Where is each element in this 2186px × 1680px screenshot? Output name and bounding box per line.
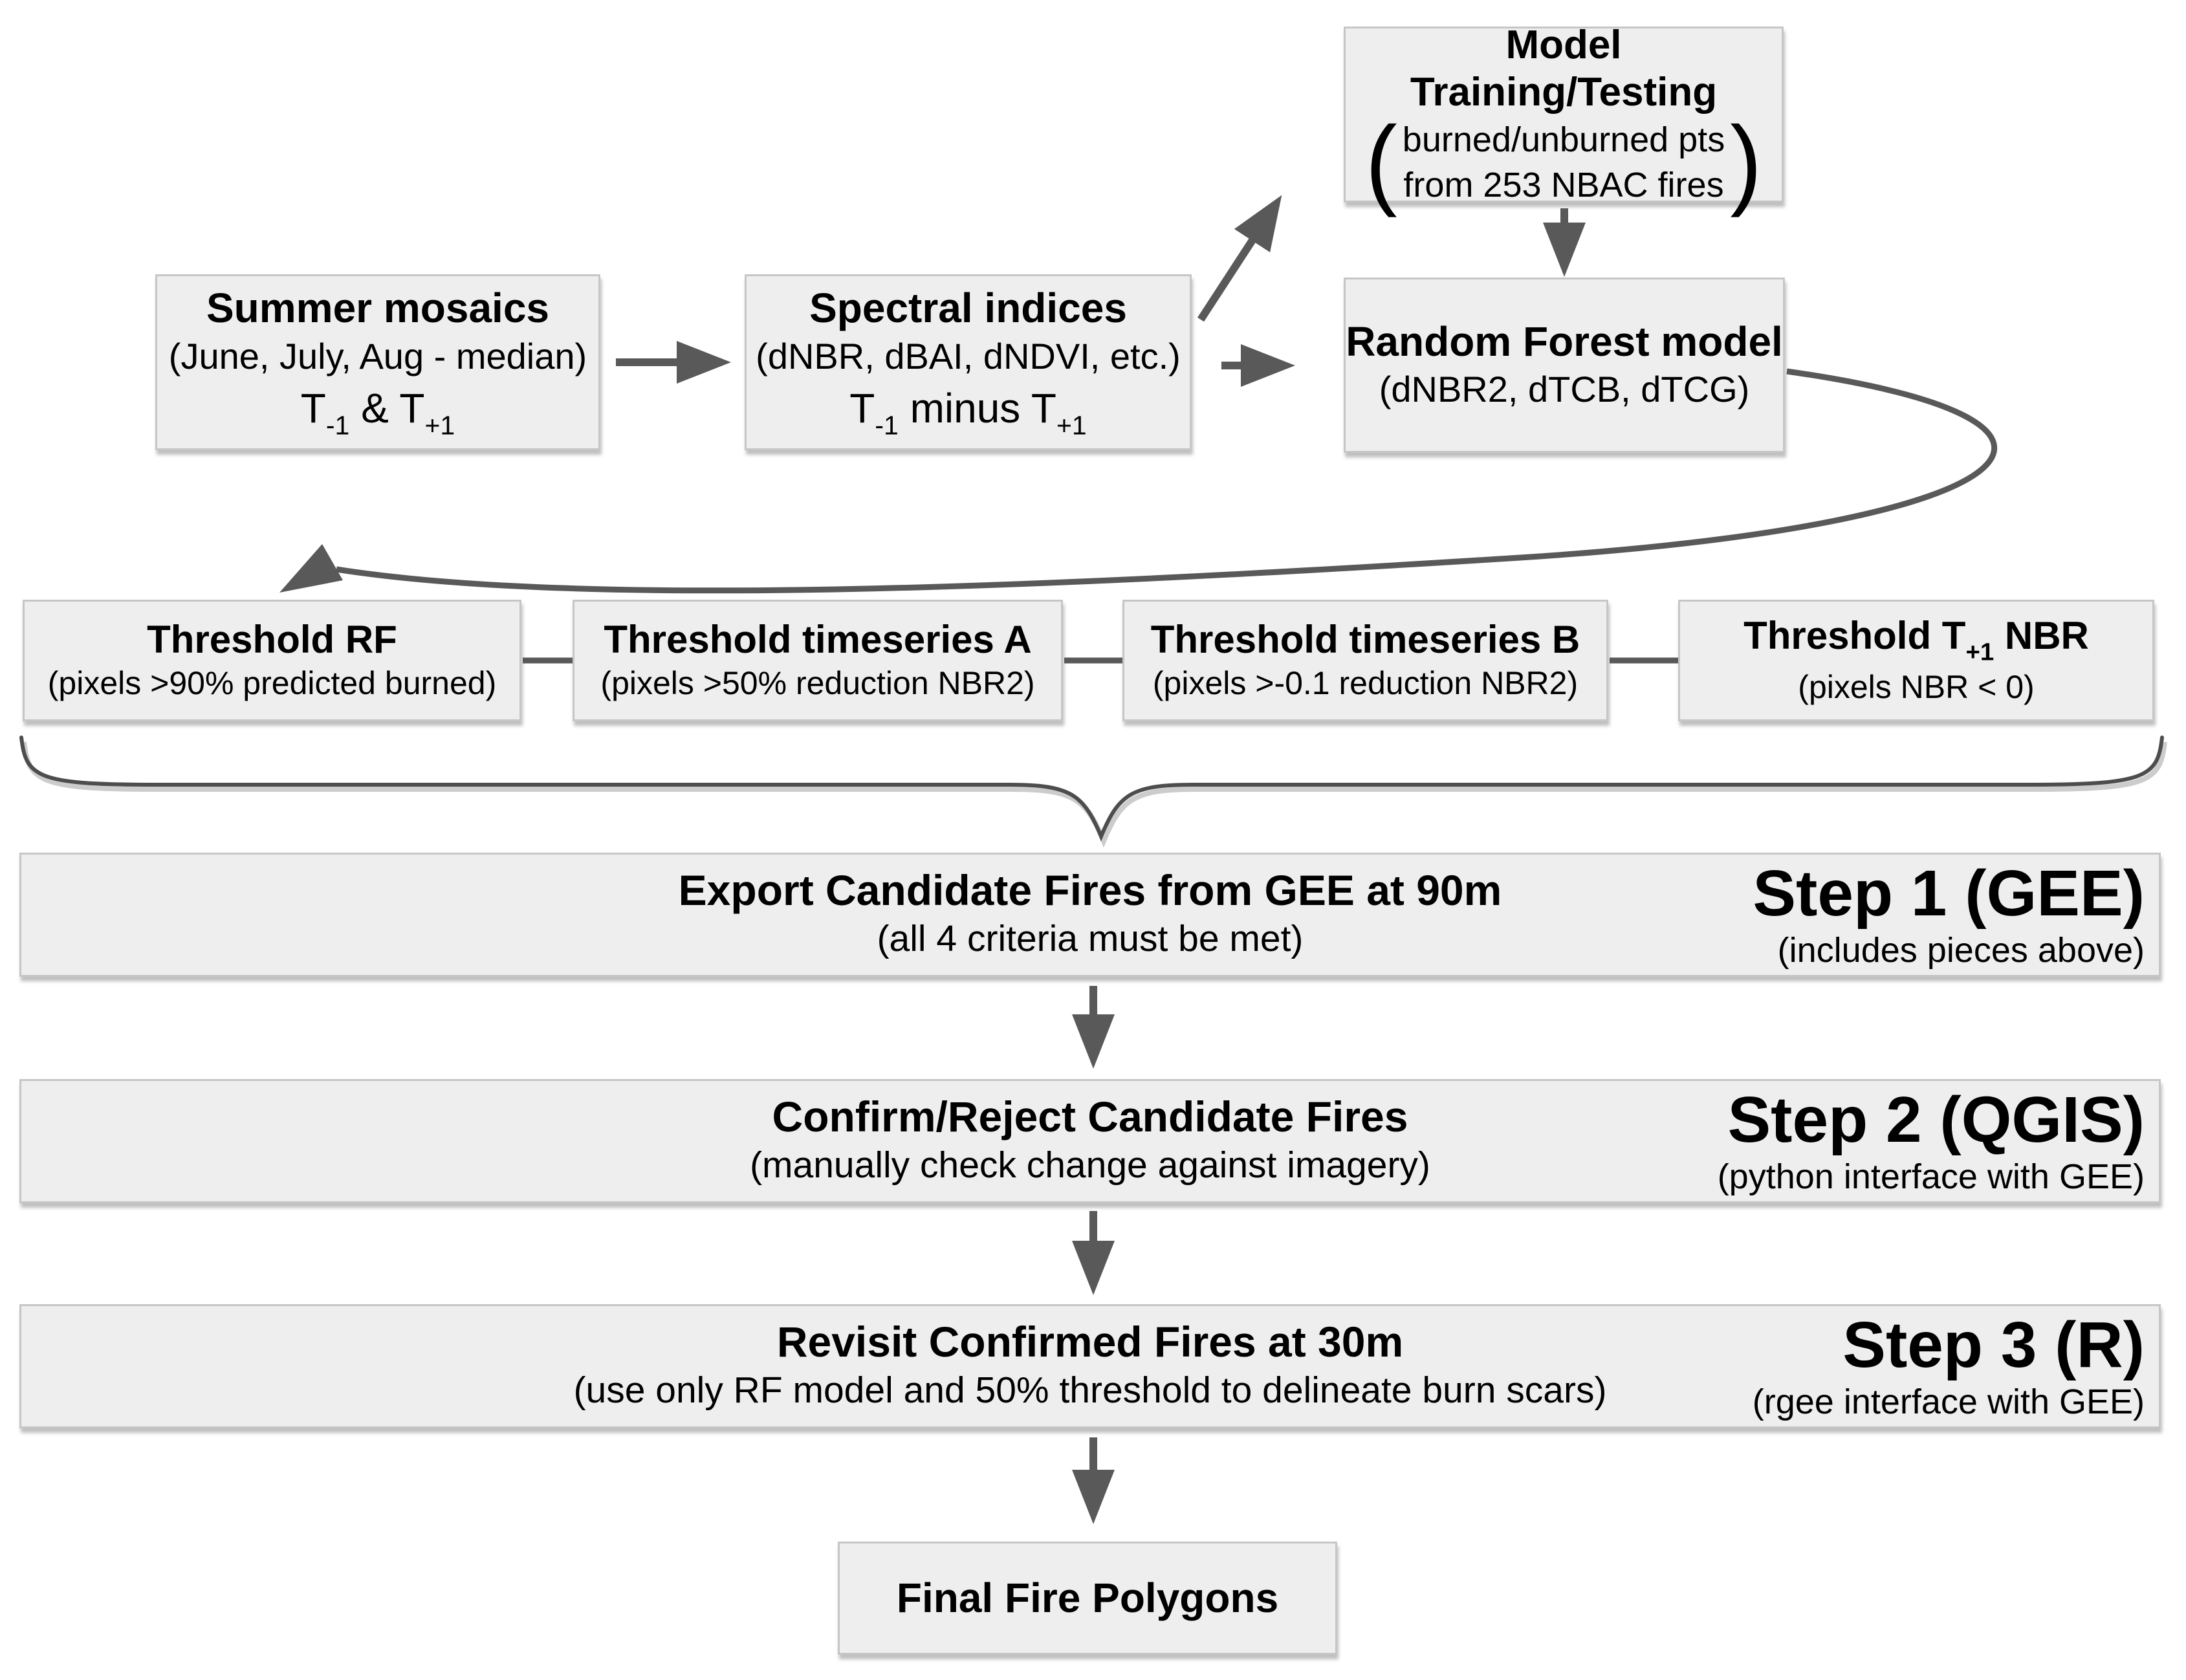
step-label-sub: (includes pieces above)	[1777, 931, 2145, 970]
arrow-rf-to-threshold-head	[279, 544, 343, 593]
title-term: Threshold T	[1743, 613, 1966, 657]
step-label: Step 2 (QGIS)	[1727, 1084, 2145, 1156]
node-threshold-timeseries-b: Threshold timeseries B (pixels >-0.1 red…	[1122, 600, 1608, 721]
node-paren-note: ( burned/unburned pts from 253 NBAC fire…	[1365, 106, 1762, 219]
formula-subscript: -1	[875, 410, 899, 441]
node-title: Summer mosaics	[206, 285, 550, 332]
node-title: Threshold T+1 NBR	[1743, 613, 2089, 667]
step-center-text: Confirm/Reject Candidate Fires (manually…	[314, 1091, 1866, 1188]
node-subtitle: (pixels >90% predicted burned)	[47, 665, 497, 702]
step-label: Step 1 (GEE)	[1753, 857, 2145, 930]
node-title: Final Fire Polygons	[896, 1574, 1279, 1621]
node-title: Threshold timeseries A	[604, 617, 1032, 661]
title-subscript: +1	[1965, 637, 1995, 666]
open-paren: (	[1365, 106, 1397, 219]
formula-term: minus T	[898, 385, 1057, 432]
paren-line1: burned/unburned pts	[1402, 120, 1725, 159]
node-random-forest-model: Random Forest model (dNBR2, dTCB, dTCG)	[1344, 278, 1785, 453]
node-threshold-t1-nbr: Threshold T+1 NBR (pixels NBR < 0)	[1678, 600, 2154, 721]
step-label-sub: (python interface with GEE)	[1717, 1157, 2145, 1196]
formula-subscript: +1	[1056, 410, 1087, 441]
node-title: Spectral indices	[809, 285, 1127, 332]
formula-subscript: +1	[424, 410, 455, 441]
node-model-training-testing: Model Training/Testing ( burned/unburned…	[1344, 23, 1784, 212]
step-center-text: Export Candidate Fires from GEE at 90m (…	[314, 865, 1866, 962]
paren-lines: burned/unburned pts from 253 NBAC fires	[1397, 117, 1730, 208]
step-subtitle: (all 4 criteria must be met)	[877, 918, 1304, 960]
node-threshold-rf: Threshold RF (pixels >90% predicted burn…	[23, 600, 521, 721]
node-subtitle: (pixels NBR < 0)	[1798, 669, 2035, 706]
node-title: Threshold RF	[147, 617, 397, 661]
formula-subscript: -1	[325, 410, 350, 441]
step-label-block: Step 1 (GEE) (includes pieces above)	[1753, 857, 2145, 972]
node-step1-export-candidate-fires: Export Candidate Fires from GEE at 90m (…	[19, 853, 2161, 977]
brace-thresholds-to-step1	[19, 736, 2164, 842]
brace-shadow	[21, 741, 2167, 848]
node-title: Random Forest model	[1346, 318, 1783, 365]
node-step2-confirm-reject: Confirm/Reject Candidate Fires (manually…	[19, 1079, 2161, 1203]
step-center-text: Revisit Confirmed Fires at 30m (use only…	[314, 1316, 1866, 1413]
close-paren: )	[1730, 106, 1762, 219]
node-subtitle: (pixels >50% reduction NBR2)	[600, 665, 1035, 702]
node-subtitle: (June, July, Aug - median)	[168, 335, 587, 376]
node-threshold-timeseries-a: Threshold timeseries A (pixels >50% redu…	[573, 600, 1063, 721]
node-step3-revisit-fires: Revisit Confirmed Fires at 30m (use only…	[19, 1304, 2161, 1428]
formula-term: T	[300, 385, 326, 432]
node-title: Threshold timeseries B	[1150, 617, 1580, 661]
step-subtitle: (use only RF model and 50% threshold to …	[573, 1369, 1607, 1412]
node-final-fire-polygons: Final Fire Polygons	[838, 1542, 1337, 1655]
step-label-sub: (rgee interface with GEE)	[1752, 1382, 2145, 1421]
node-title-line1: Model	[1505, 22, 1622, 67]
node-spectral-indices: Spectral indices (dNBR, dBAI, dNDVI, etc…	[745, 274, 1192, 450]
step-label-block: Step 2 (QGIS) (python interface with GEE…	[1718, 1084, 2145, 1198]
paren-line2: from 253 NBAC fires	[1403, 166, 1724, 205]
step-label: Step 3 (R)	[1842, 1309, 2145, 1381]
node-subtitle: (dNBR2, dTCB, dTCG)	[1379, 369, 1750, 410]
step-label-block: Step 3 (R) (rgee interface with GEE)	[1753, 1309, 2145, 1423]
step-title: Revisit Confirmed Fires at 30m	[776, 1318, 1404, 1366]
node-subtitle: (pixels >-0.1 reduction NBR2)	[1152, 665, 1579, 702]
arrow-spectral-to-training	[1197, 195, 1282, 322]
title-term: NBR	[1994, 613, 2089, 657]
formula-term: & T	[349, 385, 425, 432]
step-subtitle: (manually check change against imagery)	[750, 1144, 1430, 1186]
node-title-line2: Training/Testing	[1410, 69, 1718, 115]
node-subtitle: (dNBR, dBAI, dNDVI, etc.)	[756, 335, 1181, 376]
node-formula: T-1 & T+1	[301, 386, 455, 440]
node-formula: T-1 minus T+1	[849, 386, 1086, 440]
formula-term: T	[849, 385, 875, 432]
step-title: Export Candidate Fires from GEE at 90m	[678, 866, 1502, 914]
node-summer-mosaics: Summer mosaics (June, July, Aug - median…	[155, 274, 600, 450]
step-title: Confirm/Reject Candidate Fires	[772, 1093, 1408, 1140]
